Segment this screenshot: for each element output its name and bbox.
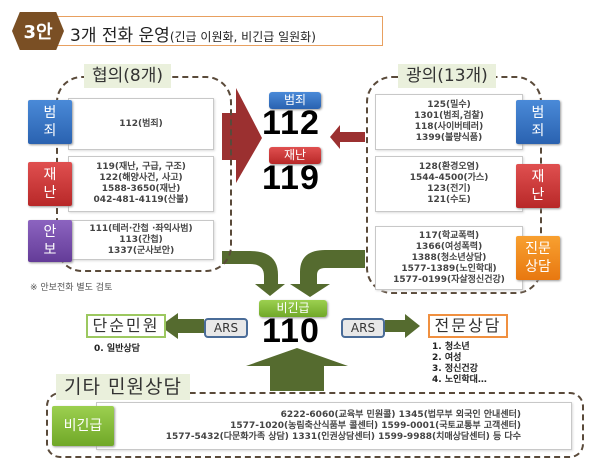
page-title: 3개 전화 운영(긴급 이원화, 비긴급 일원화) bbox=[70, 21, 316, 46]
green-curved-arrow-right-icon bbox=[290, 250, 365, 297]
right-disaster-tag: 재 난 bbox=[516, 164, 560, 208]
red-arrow-right-icon bbox=[222, 88, 262, 183]
list-item: 128(환경오염) bbox=[418, 162, 480, 172]
specialist-box: 전문상담 bbox=[428, 314, 508, 338]
list-item: 117(학교폭력) bbox=[418, 230, 480, 241]
ars-right-badge: ARS bbox=[341, 318, 385, 338]
left-crime-list: 112(범죄) bbox=[68, 98, 214, 150]
left-security-list: 111(테러·간첩 ·좌익사범) 113(간첩) 1337(군사보안) bbox=[68, 220, 214, 260]
right-specialist-list: 117(학교폭력) 1366(여성폭력) 1388(청소년상담) 1577-13… bbox=[375, 226, 523, 290]
tag-line: 범 bbox=[531, 105, 545, 121]
left-disaster-list: 119(재난, 구급, 구조) 122(해양사건, 사고) 1588-3650(… bbox=[68, 156, 214, 212]
list-item: 1337(군사보안) bbox=[107, 245, 175, 256]
crime-number: 112 bbox=[262, 104, 320, 142]
non-emergency-number: 110 bbox=[262, 312, 320, 350]
tag-line: 죄 bbox=[43, 123, 57, 139]
tag-line: 보 bbox=[43, 242, 57, 258]
list-item: 1577-5432(다문화가족 상담) 1331(인권상담센터) 1599-99… bbox=[165, 431, 521, 442]
title-sub: (긴급 이원화, 비긴급 일원화) bbox=[169, 30, 316, 44]
list-item: 122(해양사건, 사고) bbox=[99, 173, 183, 183]
tag-line: 안 bbox=[43, 224, 57, 240]
other-non-emergency-tag: 비긴급 bbox=[52, 406, 114, 446]
green-arrow-up-icon bbox=[246, 348, 348, 391]
list-item: 042-481-4119(산불) bbox=[93, 195, 189, 205]
crime-pill: 범죄 bbox=[269, 92, 321, 109]
list-item: 6222-6060(교육부 민원콜) 1345(법무부 외국인 안내센터) bbox=[280, 409, 521, 420]
list-item: 3. 정신건강 bbox=[432, 364, 478, 374]
list-item: 123(전기) bbox=[427, 184, 471, 194]
list-item: 2. 여성 bbox=[432, 353, 462, 363]
left-crime-tag: 범 죄 bbox=[28, 100, 72, 144]
tag-line: 난 bbox=[43, 185, 57, 201]
green-arrow-right-icon bbox=[385, 314, 420, 338]
tag-line: 상담 bbox=[525, 259, 551, 275]
list-item: 112(범죄) bbox=[119, 118, 163, 129]
disaster-number: 119 bbox=[262, 159, 320, 197]
list-item: 118(사이버테러) bbox=[414, 122, 484, 132]
right-specialist-tag: 진문 상담 bbox=[516, 236, 560, 280]
list-item: 1301(범죄,검찰) bbox=[414, 111, 484, 121]
red-arrow-left-icon bbox=[330, 125, 365, 149]
tag-line: 재 bbox=[531, 169, 545, 185]
list-item: 119(재난, 구급, 구조) bbox=[96, 162, 186, 172]
tag-line: 난 bbox=[531, 187, 545, 203]
right-group-label: 광의(13개) bbox=[398, 64, 496, 88]
list-item: 4. 노인학대… bbox=[432, 375, 487, 385]
list-item: 1577-1020(농림축산식품부 콜센터) 1599-0001(국토교통부 고… bbox=[230, 420, 521, 431]
list-item: 113(간첩) bbox=[119, 234, 163, 245]
list-item: 1577-1389(노인학대) bbox=[401, 263, 497, 274]
list-item: 125(밀수) bbox=[427, 100, 471, 110]
tag-line: 진문 bbox=[525, 241, 551, 257]
non-emergency-pill: 비긴급 bbox=[259, 300, 327, 317]
right-crime-list: 125(밀수) 1301(범죄,검찰) 118(사이버테러) 1399(불량식품… bbox=[375, 94, 523, 150]
title-main: 3개 전화 운영 bbox=[70, 26, 170, 46]
left-group-label: 협의(8개) bbox=[84, 64, 172, 88]
security-note: ※ 안보전화 별도 검토 bbox=[30, 283, 113, 293]
left-disaster-tag: 재 난 bbox=[28, 162, 72, 206]
list-item: 1. 청소년 bbox=[432, 342, 470, 352]
left-security-tag: 안 보 bbox=[28, 220, 72, 262]
list-item: 1399(불량식품) bbox=[415, 133, 483, 143]
right-disaster-list: 128(환경오염) 1544-4500(가스) 123(전기) 121(수도) bbox=[375, 156, 523, 212]
right-crime-tag: 범 죄 bbox=[516, 100, 560, 144]
list-item: 1588-3650(재난) bbox=[101, 184, 181, 194]
list-item: 111(테러·간첩 ·좌익사범) bbox=[89, 223, 193, 234]
title-frame bbox=[38, 16, 383, 46]
tag-line: 죄 bbox=[531, 123, 545, 139]
list-item: 1544-4500(가스) bbox=[409, 173, 489, 183]
other-group-frame bbox=[46, 392, 584, 458]
list-item: 1388(청소년상담) bbox=[411, 252, 487, 263]
plan-badge: 3안 bbox=[12, 12, 64, 50]
simple-item: 0. 일반상담 bbox=[94, 344, 140, 354]
green-curved-arrow-left-icon bbox=[222, 251, 285, 296]
specialist-list: 1. 청소년 2. 여성 3. 정신건강 4. 노인학대… bbox=[432, 342, 487, 386]
green-arrow-left-icon bbox=[160, 313, 200, 339]
other-list: 6222-6060(교육부 민원콜) 1345(법무부 외국인 안내센터) 15… bbox=[96, 402, 572, 450]
simple-complaint-box: 단순민원 bbox=[86, 314, 166, 338]
list-item: 121(수도) bbox=[427, 195, 471, 205]
ars-left-badge: ARS bbox=[204, 318, 248, 338]
disaster-pill: 재난 bbox=[269, 147, 321, 164]
list-item: 1577-0199(자살정신건강) bbox=[393, 274, 505, 285]
tag-line: 재 bbox=[43, 167, 57, 183]
tag-line: 범 bbox=[43, 105, 57, 121]
list-item: 1366(여성폭력) bbox=[415, 241, 483, 252]
other-group-label: 기타 민원상담 bbox=[56, 374, 190, 400]
